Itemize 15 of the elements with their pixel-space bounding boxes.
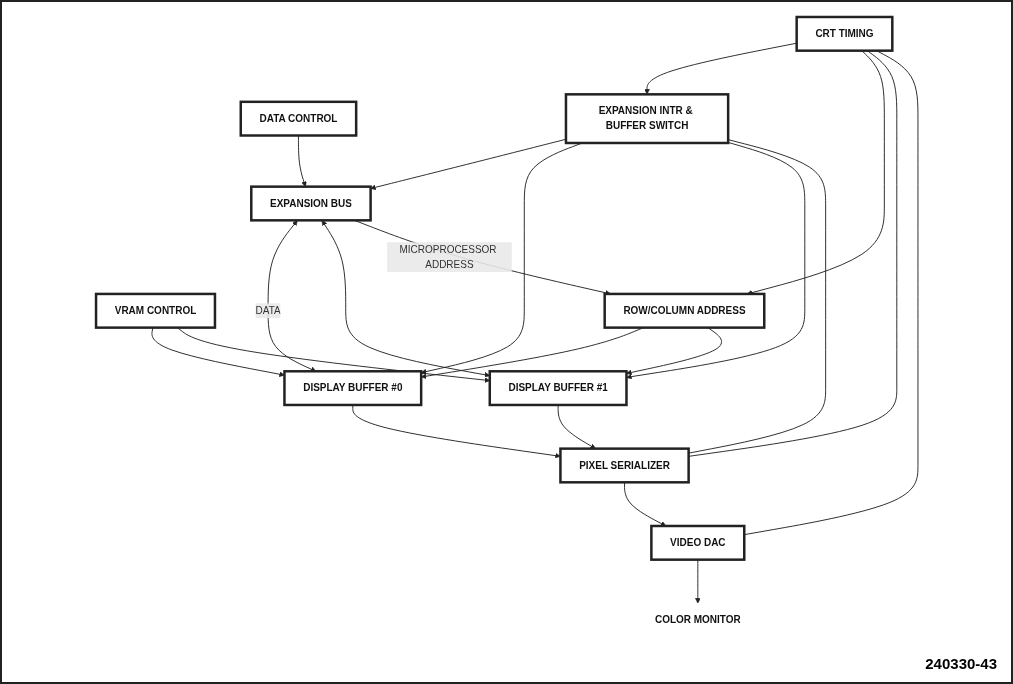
node-box: DISPLAY BUFFER #1 [488,370,628,407]
node-box: EXPANSION INTR & BUFFER SWITCH [564,93,730,145]
node-text: COLOR MONITOR [654,614,741,626]
edge-label: DATA [255,305,281,316]
node-box: CRT TIMING [795,15,894,52]
node-box: VIDEO DAC [650,524,746,561]
node-box: DISPLAY BUFFER #0 [283,370,423,407]
node-box: ROW/COLUMN ADDRESS [603,292,766,329]
node-box: VRAM CONTROL [94,292,217,329]
node-box: DATA CONTROL [239,100,358,137]
edge-label: MICROPROCESSOR ADDRESS [399,244,497,270]
node-box: PIXEL SERIALIZER [559,447,690,484]
connector [688,139,827,454]
node-box: EXPANSION BUS [250,185,372,222]
figure-number: 240330-43 [925,655,997,672]
